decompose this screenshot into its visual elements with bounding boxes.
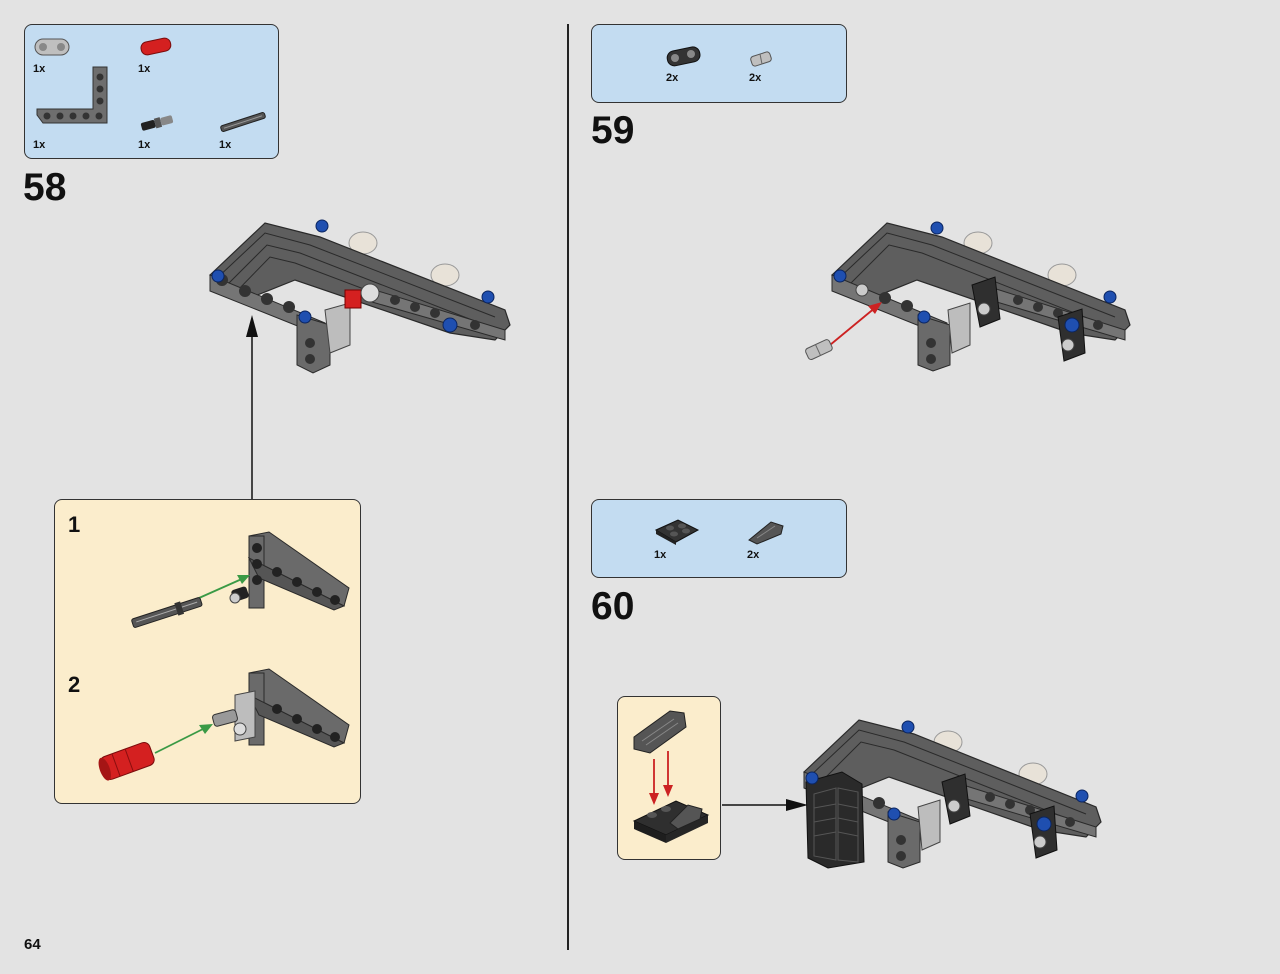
step-number-58: 58 <box>23 166 67 209</box>
part-qty: 2x <box>749 72 762 84</box>
page-divider <box>567 24 569 950</box>
callout-graphic <box>632 710 710 843</box>
step-number-59: 59 <box>591 109 635 152</box>
substep-2-graphic <box>98 668 350 781</box>
part-qty: 1x <box>33 139 46 151</box>
light-gray-pin-icon <box>750 51 772 67</box>
substep-1-graphic <box>131 531 350 628</box>
parts-list-step-59: 2x 2x <box>591 24 847 103</box>
substep-number-2: 2 <box>68 672 81 697</box>
part-qty: 1x <box>138 139 151 151</box>
black-plate-2x2-icon <box>654 519 700 545</box>
step-60-assembly <box>803 719 1102 869</box>
black-pin-connector-icon <box>140 115 174 131</box>
subassembly-step-58: 1 2 <box>54 499 361 804</box>
arrow-up-icon <box>246 315 258 499</box>
red-axle-connector-icon <box>140 37 172 56</box>
part-qty: 1x <box>33 63 46 75</box>
dark-gray-slope-icon <box>748 521 784 545</box>
substep-number-1: 1 <box>68 512 81 537</box>
step-58-assembly <box>209 219 511 374</box>
dark-gray-axle-icon <box>220 112 266 132</box>
arrow-right-icon <box>722 799 808 811</box>
step-59-assembly <box>805 221 1131 372</box>
part-qty: 1x <box>654 549 667 561</box>
parts-list-step-58: 1x 1x 1x 1x 1x <box>24 24 279 159</box>
callout-step-60 <box>617 696 721 860</box>
dark-gray-l-beam-icon <box>36 66 108 124</box>
part-qty: 1x <box>219 139 232 151</box>
part-qty: 2x <box>747 549 760 561</box>
black-beam-2-icon <box>666 46 701 67</box>
light-gray-beam-2-icon <box>34 38 70 56</box>
step-number-60: 60 <box>591 585 635 628</box>
parts-list-step-60: 1x 2x <box>591 499 847 578</box>
page-number: 64 <box>24 936 41 953</box>
part-qty: 2x <box>666 72 679 84</box>
part-qty: 1x <box>138 63 151 75</box>
